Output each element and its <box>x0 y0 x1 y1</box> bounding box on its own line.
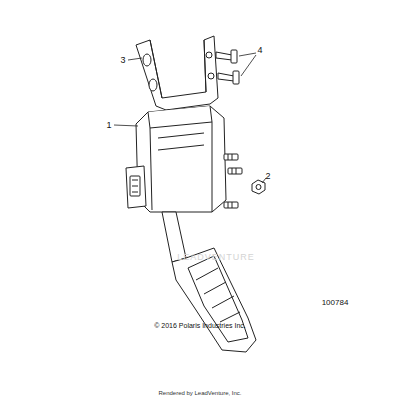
callout-number: 2 <box>265 172 270 181</box>
callout-number: 4 <box>257 46 262 55</box>
leader-lines <box>114 53 266 183</box>
render-note: Rendered by LeadVenture, Inc. <box>158 390 241 396</box>
copyright-note: © 2016 Polaris Industries Inc. <box>154 322 246 329</box>
callout-number: 3 <box>120 56 125 65</box>
pedal-arm <box>162 212 256 352</box>
callout-number: 1 <box>106 121 111 130</box>
mounting-bracket <box>136 36 218 110</box>
watermark: LEADVENTURE <box>177 253 255 262</box>
figure-number: 100784 <box>322 299 349 307</box>
bolts <box>216 50 239 84</box>
pedal-sensor-housing <box>126 106 242 212</box>
